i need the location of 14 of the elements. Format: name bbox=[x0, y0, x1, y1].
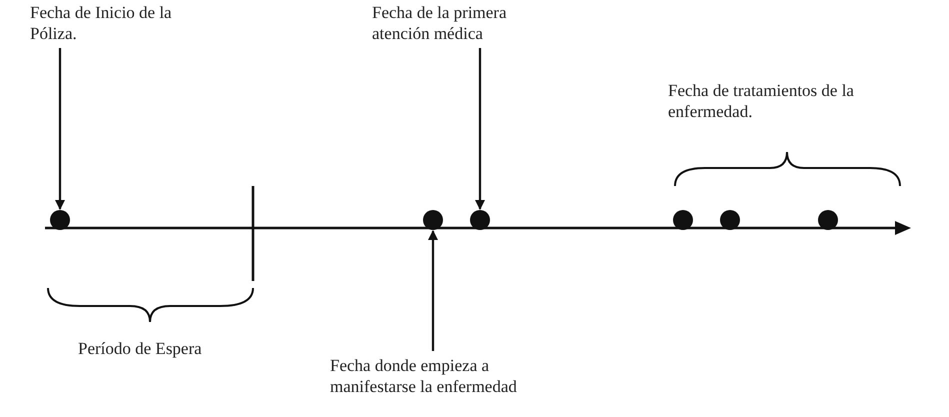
event-dot bbox=[818, 210, 838, 230]
arrow bbox=[55, 48, 65, 210]
arrow bbox=[428, 230, 438, 351]
event-dot bbox=[720, 210, 740, 230]
date-label: Fecha de la primera atención médica bbox=[372, 2, 542, 44]
date-label: Fecha de Inicio de la Póliza. bbox=[30, 2, 190, 44]
event-dot bbox=[50, 210, 70, 230]
event-dot bbox=[673, 210, 693, 230]
event-dot bbox=[423, 210, 443, 230]
brace-caption: Fecha de tratamientos de la enfermedad. bbox=[668, 80, 855, 122]
period-caption: Período de Espera bbox=[78, 338, 203, 359]
arrow bbox=[475, 48, 485, 210]
event-dot bbox=[470, 210, 490, 230]
date-label: Fecha donde empieza a manifestarse la enfermedad bbox=[330, 355, 570, 397]
